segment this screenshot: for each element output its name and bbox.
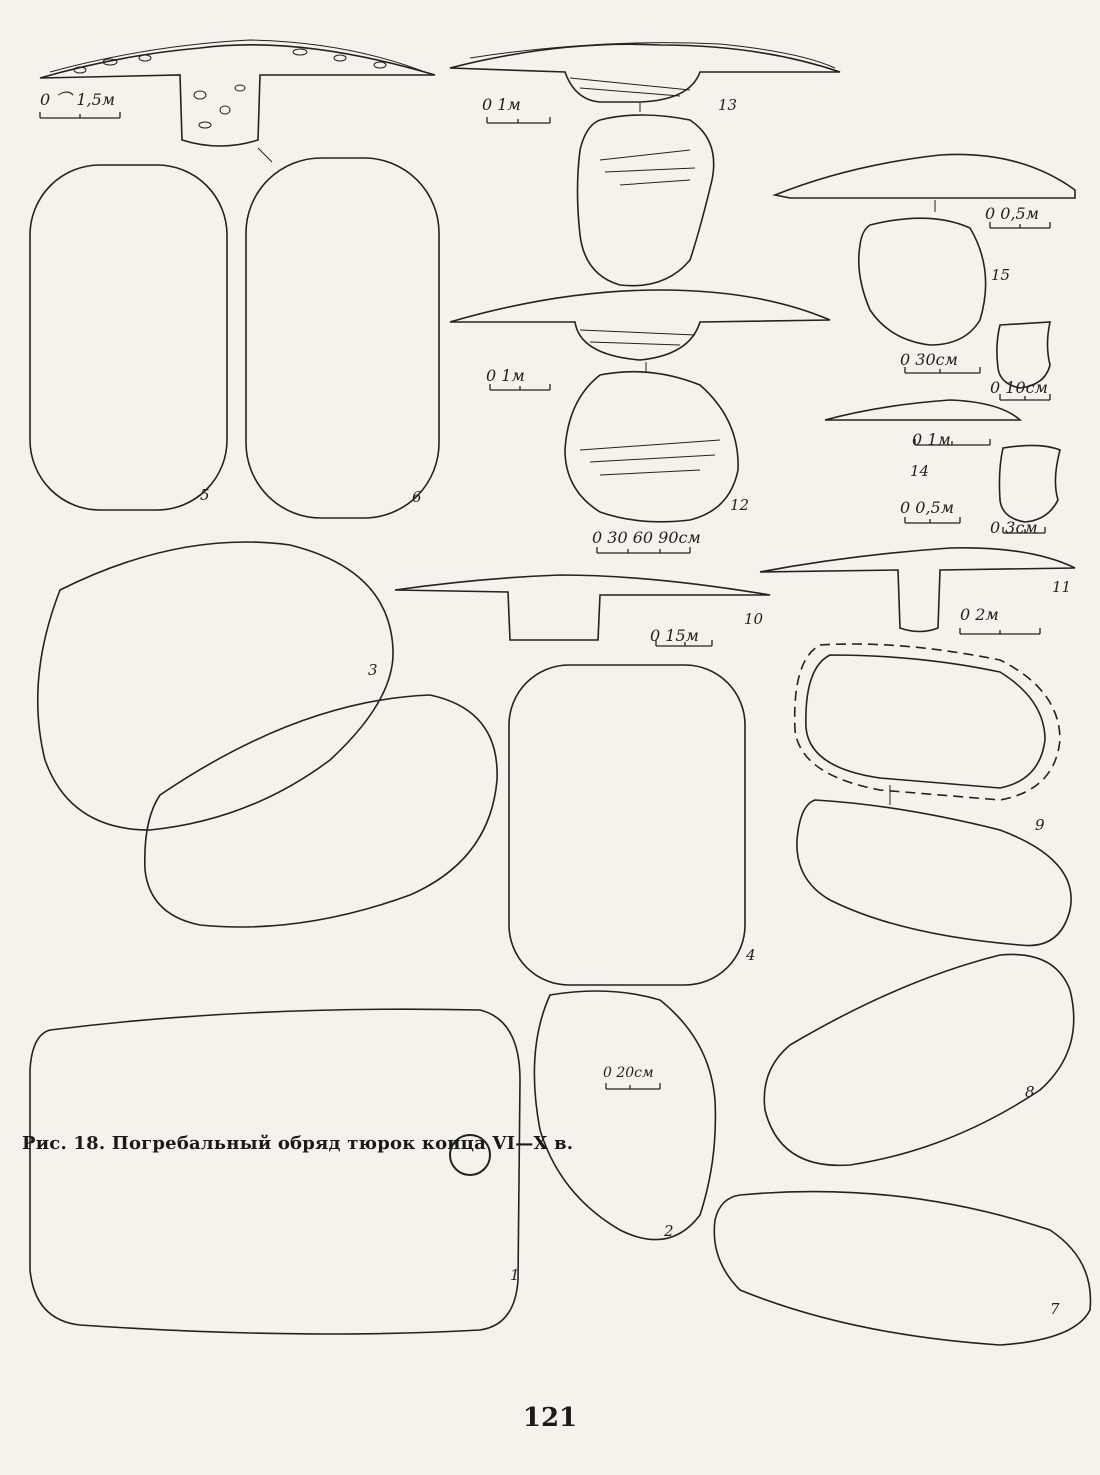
scale-bars	[39, 112, 1051, 1090]
scale-label-14a: 0 1м	[912, 430, 951, 449]
grave-plan-9-lower	[796, 799, 1072, 947]
scale-label-10: 0 15м	[650, 626, 699, 645]
grave-plan-2	[533, 990, 717, 1241]
kurgan-section-11	[759, 547, 1076, 633]
kurgan-section-10	[394, 574, 771, 641]
kurgan-section-15	[772, 153, 1076, 212]
scale-label-12b: 0 30 60 90см	[592, 528, 701, 547]
scale-label-13: 0 1м	[482, 95, 521, 114]
panel-number-12: 12	[730, 496, 750, 514]
grave-plan-6	[245, 157, 440, 519]
panel-number-9: 9	[1035, 816, 1045, 834]
kurgan-section-12	[449, 289, 831, 372]
panel-number-8: 8	[1025, 1083, 1035, 1101]
scale-label-12a: 0 1м	[486, 366, 525, 385]
grave-plan-1	[29, 1008, 521, 1335]
grave-plan-8	[763, 953, 1075, 1167]
panel-number-2: 2	[664, 1222, 674, 1240]
vessel-15	[996, 321, 1052, 389]
panel-number-3: 3	[368, 661, 378, 679]
panel-number-5: 5	[200, 486, 210, 504]
kurgan-section-top-left	[39, 39, 436, 147]
panel-number-6: 6	[412, 488, 422, 506]
grave-plan-7	[713, 1190, 1092, 1346]
figure-caption: Рис. 18. Погребальный обряд тюрок конца …	[22, 1133, 574, 1154]
scale-label-1-5m: 0 ⌒ 1,5м	[40, 90, 116, 109]
kurgan-section-14	[824, 399, 1023, 421]
scale-label-1: 0 20см	[603, 1065, 654, 1081]
panel-number-14: 14	[910, 462, 930, 480]
panel-number-11: 11	[1052, 578, 1072, 596]
scale-label-15a: 0 0,5м	[985, 204, 1039, 223]
scale-label-15b: 0 30см	[900, 350, 958, 369]
scale-label-14b: 0 0,5м	[900, 498, 954, 517]
panel-number-4: 4	[746, 946, 756, 964]
grave-plan-3-upper	[36, 541, 394, 831]
scale-label-11: 0 2м	[960, 605, 999, 624]
grave-plan-13	[576, 114, 715, 287]
scale-label-14c: 0 3см	[990, 518, 1038, 537]
grave-plan-9-upper	[793, 643, 1061, 801]
grave-plan-15	[857, 217, 987, 346]
vessel-14	[998, 444, 1061, 523]
panel-number-15: 15	[991, 266, 1011, 284]
panel-number-10: 10	[744, 610, 764, 628]
page-number: 121	[522, 1403, 578, 1433]
grave-plan-3-lower	[143, 694, 498, 928]
panel-number-7: 7	[1050, 1300, 1060, 1318]
grave-plan-5	[29, 164, 228, 511]
panel-number-1: 1	[510, 1266, 520, 1284]
grave-plan-12	[564, 370, 739, 523]
panel-number-13: 13	[718, 96, 738, 114]
grave-plan-4	[508, 664, 746, 986]
kurgan-section-13	[449, 42, 841, 103]
scale-label-15c: 0 10см	[990, 378, 1048, 397]
